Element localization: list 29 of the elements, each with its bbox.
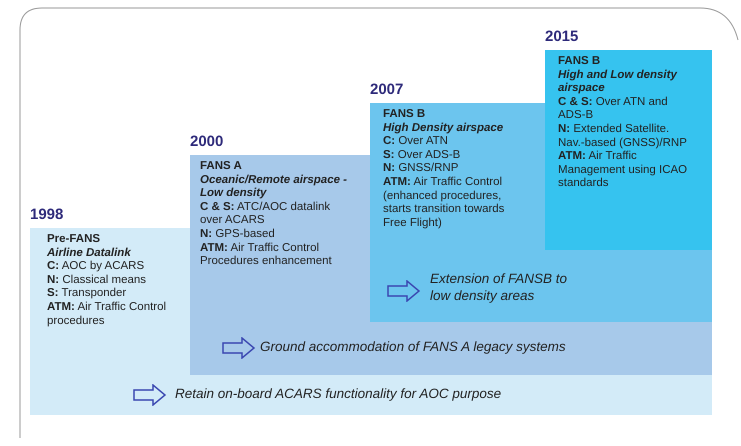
- year-label: 1998: [30, 206, 64, 223]
- spec-text: C & S: ATC/AOC datalink over ACARS: [200, 200, 332, 228]
- phase-title: Pre-FANS: [47, 233, 102, 247]
- year-label: 2000: [190, 133, 224, 150]
- phase-subtitle: High and Low density airspace: [558, 68, 678, 96]
- spec-text: S: Transponder: [47, 287, 128, 301]
- spec-text: ATM: Air Traffic Control Procedures enhancement: [200, 242, 333, 269]
- spec-text: N: Classical means: [47, 274, 148, 288]
- spec-text: C: Over ATN: [383, 135, 449, 149]
- spec-text: S: Over ADS-B: [383, 148, 462, 162]
- note-text: Retain on-board ACARS functionality for AOC purpose: [175, 385, 502, 402]
- note-text: Extension of FANSB to low density areas: [430, 270, 568, 304]
- spec-text: N: Extended Satellite. Nav.-based (GNSS)/RNP: [558, 122, 688, 150]
- spec-text: ATM: Air Traffic Control procedures: [47, 300, 168, 328]
- phase-title: FANS B: [558, 55, 602, 69]
- phase-subtitle: Airline Datalink: [47, 246, 132, 260]
- spec-text: N: GPS-based: [200, 228, 276, 242]
- spec-text: ATM: Air Traffic Control (enhanced procedures, starts transition towards Free Flight): [383, 176, 506, 230]
- phase-subtitle: High Density airspace: [383, 122, 504, 136]
- year-label: 2015: [545, 28, 578, 45]
- phase-title: FANS A: [200, 160, 243, 174]
- phase-title: FANS B: [383, 108, 426, 122]
- note-text: Ground accommodation of FANS A legacy systems: [260, 338, 567, 355]
- spec-text: ATM: Air Traffic Management using ICAO standards: [558, 150, 688, 191]
- spec-text: C: AOC by ACARS: [47, 260, 146, 274]
- spec-text: C & S: Over ATN and ADS-B: [558, 96, 669, 123]
- year-label: 2007: [370, 81, 404, 98]
- phase-subtitle: Oceanic/Remote airspace - Low density: [200, 174, 348, 201]
- spec-text: N: GNSS/RNP: [383, 162, 460, 176]
